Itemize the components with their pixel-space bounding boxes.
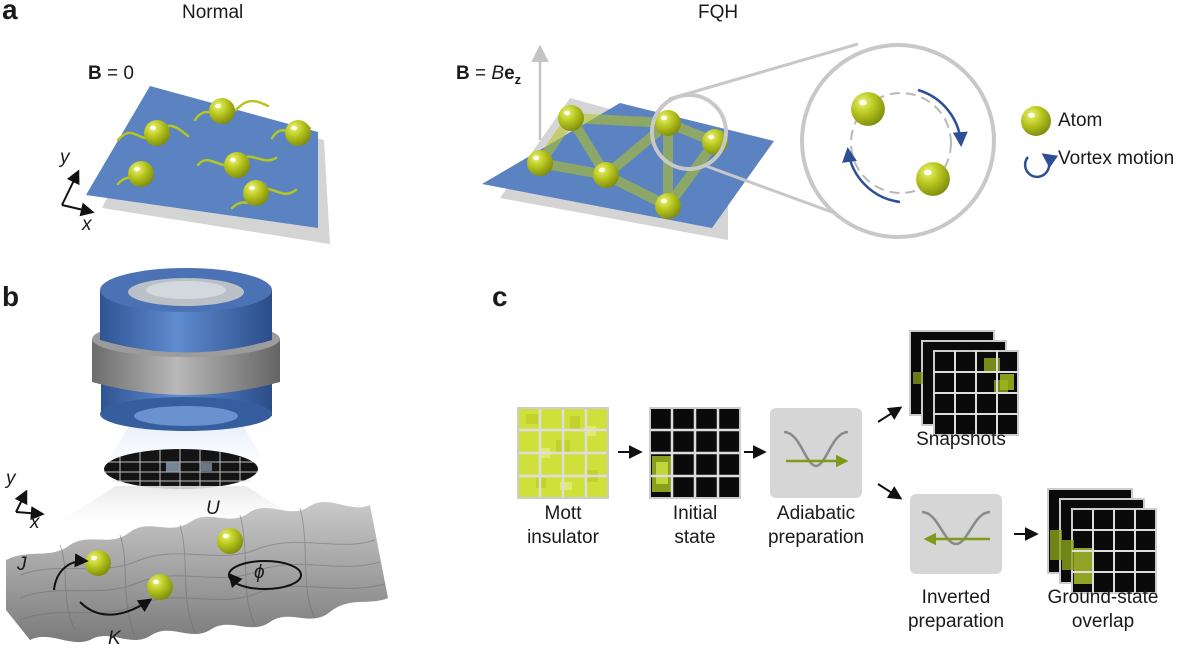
panel-letter-b: b: [2, 281, 20, 312]
zoom-circle: [800, 43, 996, 239]
axes-b: [14, 489, 45, 521]
b-field-unit-vector: e: [504, 63, 515, 84]
normal-atom: [224, 152, 250, 178]
initial-grid: [649, 407, 741, 499]
legend-vortex-label: Vortex motion: [1058, 148, 1175, 169]
title-fqh: FQH: [698, 2, 739, 23]
b-field-magnitude: B: [491, 63, 505, 84]
axis-y-label-a: y: [60, 147, 70, 168]
fqh-atom: [527, 150, 553, 176]
zoom-atom: [851, 92, 885, 126]
axes-a: [61, 169, 95, 217]
snapshots-stack: [909, 330, 1019, 436]
b-field-symbol: B: [456, 63, 470, 84]
label-phi: ϕ: [254, 562, 265, 583]
label-J: J: [17, 554, 27, 575]
inverted-box: [910, 494, 1002, 574]
normal-atom: [128, 161, 154, 187]
zoom-atom: [916, 162, 950, 196]
mott-grid: [517, 407, 609, 499]
vortex-path: [850, 92, 952, 194]
legend-atom-icon: [1021, 106, 1051, 136]
flow-panel-c: [517, 330, 1157, 594]
normal-atom: [209, 98, 235, 124]
legend-atom-label: Atom: [1058, 110, 1103, 131]
objective: [92, 268, 280, 458]
caption-adiabatic: Adiabatic preparation: [767, 503, 865, 548]
caption-overlap: Ground-state overlap: [1047, 587, 1159, 632]
arrow-to-snapshots: [877, 406, 903, 423]
zoom-line-top: [668, 42, 859, 101]
fqh-atom: [558, 105, 584, 131]
panel-letter-a: a: [2, 0, 18, 25]
overlap-stack: [1047, 488, 1157, 594]
axis-x-label-b: x: [30, 512, 40, 533]
adiabatic-box: [770, 408, 862, 498]
panel-letter-c: c: [492, 281, 508, 312]
b-zero-label: B = 0: [88, 63, 134, 85]
b-zero-value: = 0: [107, 63, 134, 84]
b-field-subscript: z: [514, 71, 522, 87]
axis-x-label-a: x: [82, 214, 92, 235]
image-plane: [62, 449, 300, 520]
caption-snapshots: Snapshots: [916, 429, 1006, 450]
b-zero-symbol: B: [88, 63, 102, 84]
title-normal: Normal: [182, 2, 244, 23]
fqh-atom: [655, 193, 681, 219]
lattice-ripples: [19, 507, 386, 637]
tunneling-J-arrow: [53, 553, 89, 591]
lattice-atom: [217, 528, 243, 554]
fqh-plane-group: [482, 42, 996, 240]
normal-atom: [243, 180, 269, 206]
label-U: U: [206, 498, 220, 519]
arrow-to-inverted: [877, 483, 903, 500]
lattice-atom: [85, 550, 111, 576]
caption-initial: Initial state: [672, 503, 718, 548]
fqh-atom: [593, 162, 619, 188]
lattice-atom: [147, 574, 173, 600]
tunneling-K-arrow: [79, 598, 153, 616]
vortex-arrow-lower: [842, 147, 901, 204]
normal-atom: [285, 120, 311, 146]
legend-vortex-icon: [1023, 153, 1059, 178]
b-field-eq: =: [475, 63, 492, 84]
lattice-surface: [6, 502, 388, 643]
normal-plane-group: [86, 86, 330, 244]
zoom-source-circle: [650, 93, 728, 171]
label-K: K: [108, 628, 121, 649]
legend: [1021, 106, 1059, 178]
optical-lattice: [6, 502, 388, 643]
normal-atom: [144, 120, 170, 146]
caption-inverted: Inverted preparation: [907, 587, 1005, 632]
b-field-label: B = Bez: [456, 63, 521, 87]
axis-y-label-b: y: [6, 468, 16, 489]
vortex-arrow-upper: [917, 88, 968, 147]
caption-mott: Mott insulator: [527, 503, 599, 548]
